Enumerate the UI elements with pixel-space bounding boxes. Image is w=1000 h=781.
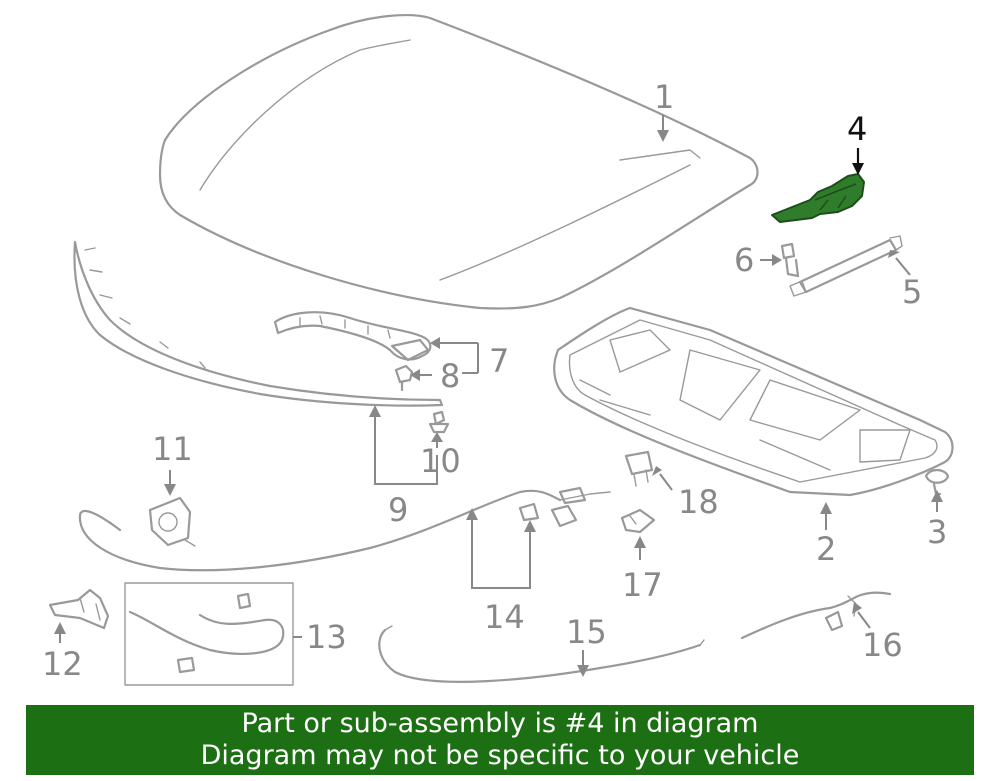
part-inner-panel [553,306,954,497]
part-cable-kit [124,582,294,686]
banner-line-part: Part or sub-assembly is #4 in diagram [241,708,759,739]
part-ball-stud [780,242,800,278]
part-hood-latch [148,496,196,547]
part-seal [273,311,432,362]
part-cable-15 [378,625,705,683]
callout-3: 3 [927,513,947,551]
notice-banner: Part or sub-assembly is #4 in diagram Di… [26,705,974,775]
part-clip-17 [620,508,656,534]
callout-14: 14 [484,598,525,636]
callout-9: 9 [388,491,408,529]
callout-13: 13 [306,618,347,656]
callout-5: 5 [902,273,922,311]
callout-15: 15 [566,613,607,651]
callout-12: 12 [42,645,83,683]
part-release-cable [78,486,611,572]
part-support-strut [789,235,903,297]
part-clip-8 [394,364,414,392]
callout-2: 2 [816,530,836,568]
part-bracket-18 [624,450,654,487]
callout-6: 6 [734,241,754,279]
callout-17: 17 [622,566,663,604]
part-hood-hinge [771,173,865,223]
callout-11: 11 [152,430,193,468]
part-clip-10 [428,410,450,434]
part-striker [48,588,110,630]
callout-4: 4 [847,110,867,148]
callout-16: 16 [862,626,903,664]
banner-line-disclaimer: Diagram may not be specific to your vehi… [200,740,800,771]
callout-8: 8 [440,357,460,395]
callout-labels: 1 2 3 4 5 6 7 8 9 10 11 12 13 14 15 16 1… [42,78,947,683]
part-hood [158,14,759,310]
callout-10: 10 [420,442,461,480]
part-front-molding [73,240,444,407]
callout-1: 1 [654,78,674,116]
callout-7: 7 [489,342,509,380]
callout-18: 18 [678,483,719,521]
leader-lines [54,115,943,677]
